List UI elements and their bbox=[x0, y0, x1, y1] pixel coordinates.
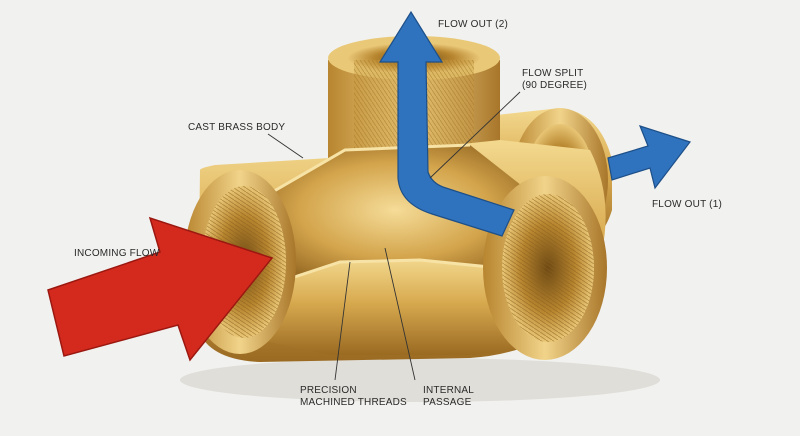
label-internal-line1: INTERNAL bbox=[423, 385, 475, 396]
label-cast-brass-body: CAST BRASS BODY bbox=[188, 122, 286, 133]
label-precision-line2: MACHINED THREADS bbox=[300, 397, 407, 408]
leader-cast-brass bbox=[267, 133, 304, 159]
leader-internal-passage bbox=[384, 247, 416, 381]
flow-out-1-arrow bbox=[607, 125, 691, 190]
label-precision-threads: PRECISION MACHINED THREADS bbox=[300, 385, 407, 409]
flow-out-2-arrow bbox=[378, 10, 515, 237]
label-precision-line1: PRECISION bbox=[300, 385, 357, 396]
leader-precision-threads bbox=[334, 261, 351, 381]
label-flow-split-line2: (90 DEGREE) bbox=[522, 80, 587, 91]
leader-flow-split bbox=[429, 91, 521, 179]
label-flow-split-line1: FLOW SPLIT bbox=[522, 68, 584, 79]
label-internal-line2: PASSAGE bbox=[423, 397, 472, 408]
incoming-flow-arrow bbox=[47, 216, 274, 362]
leader-lines bbox=[267, 91, 521, 381]
label-incoming-flow: INCOMING FLOW bbox=[74, 248, 160, 259]
label-flow-out-2: FLOW OUT (2) bbox=[438, 19, 508, 30]
label-internal-passage: INTERNAL PASSAGE bbox=[423, 385, 474, 409]
label-flow-split: FLOW SPLIT (90 DEGREE) bbox=[522, 68, 587, 92]
front-right-opening bbox=[483, 176, 607, 360]
label-flow-out-1: FLOW OUT (1) bbox=[652, 199, 722, 210]
floor-shadow bbox=[180, 358, 660, 402]
